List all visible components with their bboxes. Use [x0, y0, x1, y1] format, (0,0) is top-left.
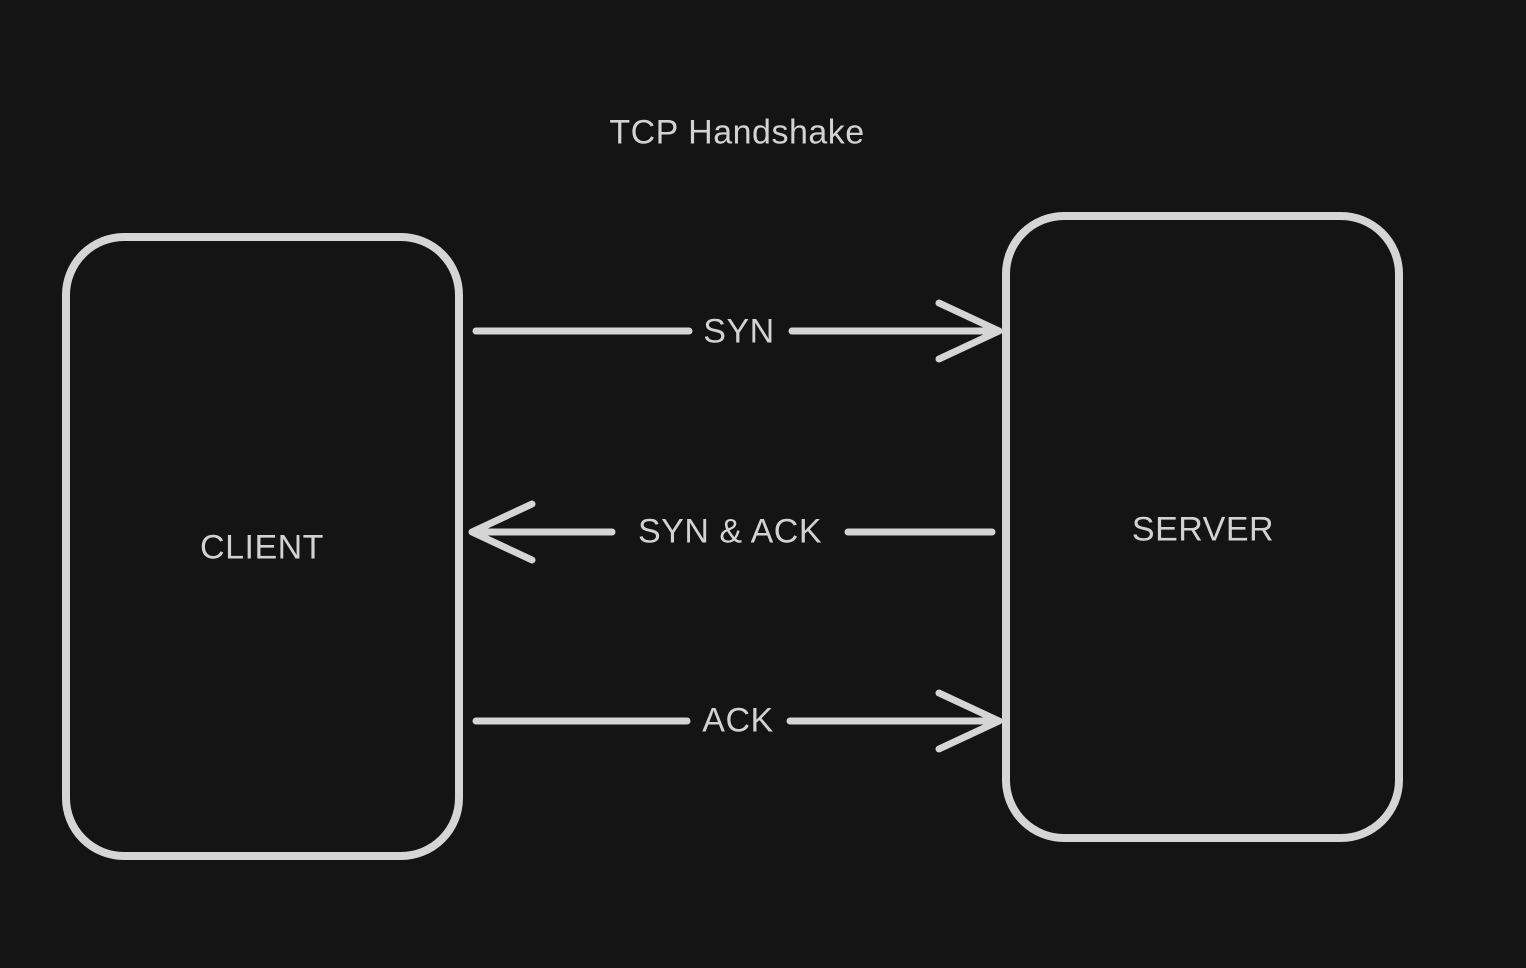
syn-ack-arrowhead-icon — [468, 500, 536, 564]
syn-arrow — [472, 299, 1003, 363]
ack-arrow-label: ACK — [702, 701, 774, 740]
syn-arrow-label: SYN — [703, 312, 775, 351]
syn-ack-arrow — [468, 500, 996, 564]
syn-ack-arrow-label: SYN & ACK — [637, 512, 823, 551]
client-node-label: CLIENT — [200, 528, 324, 567]
server-node-box — [1002, 212, 1403, 842]
syn-arrowhead-icon — [935, 299, 1003, 363]
server-node-label: SERVER — [1131, 510, 1275, 549]
ack-arrow — [472, 689, 1003, 753]
diagram-title: TCP Handshake — [609, 113, 865, 152]
client-node-box — [62, 233, 463, 860]
ack-arrowhead-icon — [935, 689, 1003, 753]
